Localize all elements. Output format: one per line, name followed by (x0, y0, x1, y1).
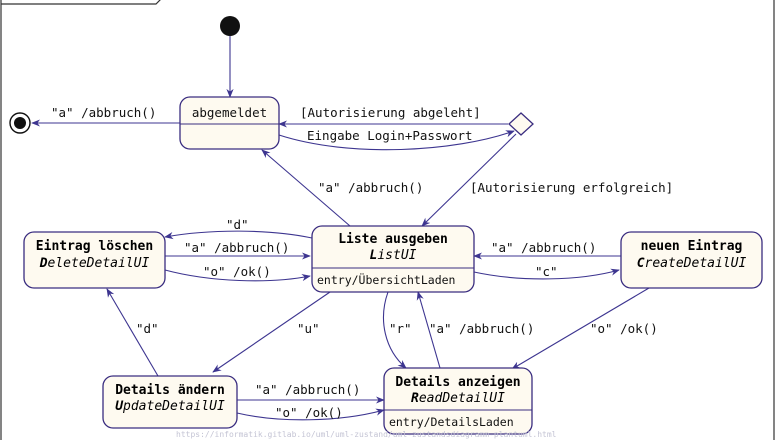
state-liste-entry: entry/ÜbersichtLaden (317, 271, 455, 287)
label-auth-abgelehnt: [Autorisierung abgeleht] (300, 105, 481, 120)
label-loeschen-abbruch: "a" /abbruch() (184, 240, 289, 255)
label-neu-ok: "o" /ok() (590, 321, 658, 336)
choice-diamond (508, 112, 534, 136)
label-aendern-loeschen: "d" (136, 321, 159, 336)
frame-tab (1, 0, 161, 5)
label-login: Eingabe Login+Passwort (307, 128, 473, 143)
edge-liste-aendern (212, 291, 331, 373)
edge-liste-neu (473, 268, 620, 280)
state-anzeigen-entry: entry/DetailsLaden (389, 415, 514, 429)
label-neu-abbruch: "a" /abbruch() (491, 240, 596, 255)
edge-liste-loeschen (164, 230, 313, 240)
edge-aendern-loeschen (106, 288, 159, 377)
edge-abgemeldet-choice (278, 130, 515, 151)
state-liste-ausgeben: Liste ausgeben ListUI entry/ÜbersichtLad… (311, 225, 475, 293)
label-loeschen-ok: "o" /ok() (203, 264, 271, 279)
edge-neu-anzeigen (511, 287, 650, 370)
state-neuen-eintrag: neuen Eintrag CreateDetailUI (620, 231, 763, 289)
label-aendern-abbruch: "a" /abbruch() (255, 382, 360, 397)
state-abgemeldet-name: abgemeldet (192, 105, 267, 120)
state-neu-ui: CreateDetailUI (637, 256, 747, 271)
state-details-anzeigen: Details anzeigen ReadDetailUI entry/Deta… (383, 367, 533, 435)
label-zu-aendern: "u" (297, 321, 320, 336)
label-abmelden-final: "a" /abbruch() (51, 105, 156, 120)
state-neu-name: neuen Eintrag (641, 239, 743, 254)
edge-liste-anzeigen (382, 291, 407, 369)
state-abgemeldet: abgemeldet (179, 96, 280, 150)
state-loeschen-ui: DeleteDetailUI (39, 256, 150, 271)
label-liste-abbruch: "a" /abbruch() (318, 180, 423, 195)
label-auth-erfolg: [Autorisierung erfolgreich] (470, 180, 673, 195)
state-aendern-ui: UpdateDetailUI (115, 399, 225, 414)
label-zu-neu: "c" (535, 264, 558, 279)
state-liste-ui: ListUI (370, 248, 417, 263)
edge-aendern-anzeigen-ok (236, 408, 385, 421)
state-anzeigen-ui: ReadDetailUI (411, 391, 505, 406)
edge-loeschen-liste-ok (164, 269, 311, 282)
state-loeschen-name: Eintrag löschen (36, 239, 153, 254)
edge-choice-liste (421, 133, 517, 227)
label-anzeigen-abbruch: "a" /abbruch() (429, 321, 534, 336)
edge-liste-abgemeldet (261, 149, 351, 227)
state-anzeigen-name: Details anzeigen (395, 375, 520, 390)
state-details-aendern: Details ändern UpdateDetailUI (102, 375, 238, 429)
state-aendern-name: Details ändern (115, 383, 225, 398)
edge-anzeigen-liste (416, 291, 441, 369)
label-aendern-ok: "o" /ok() (275, 405, 343, 420)
final-state (9, 112, 31, 134)
watermark-url: https://informatik.gitlab.io/uml/uml-zus… (176, 430, 557, 439)
state-liste-name: Liste ausgeben (338, 232, 448, 247)
state-eintrag-loeschen: Eintrag löschen DeleteDetailUI (23, 231, 166, 289)
label-zu-loeschen: "d" (226, 217, 249, 232)
initial-state (220, 16, 240, 36)
label-zu-anzeigen: "r" (389, 321, 412, 336)
